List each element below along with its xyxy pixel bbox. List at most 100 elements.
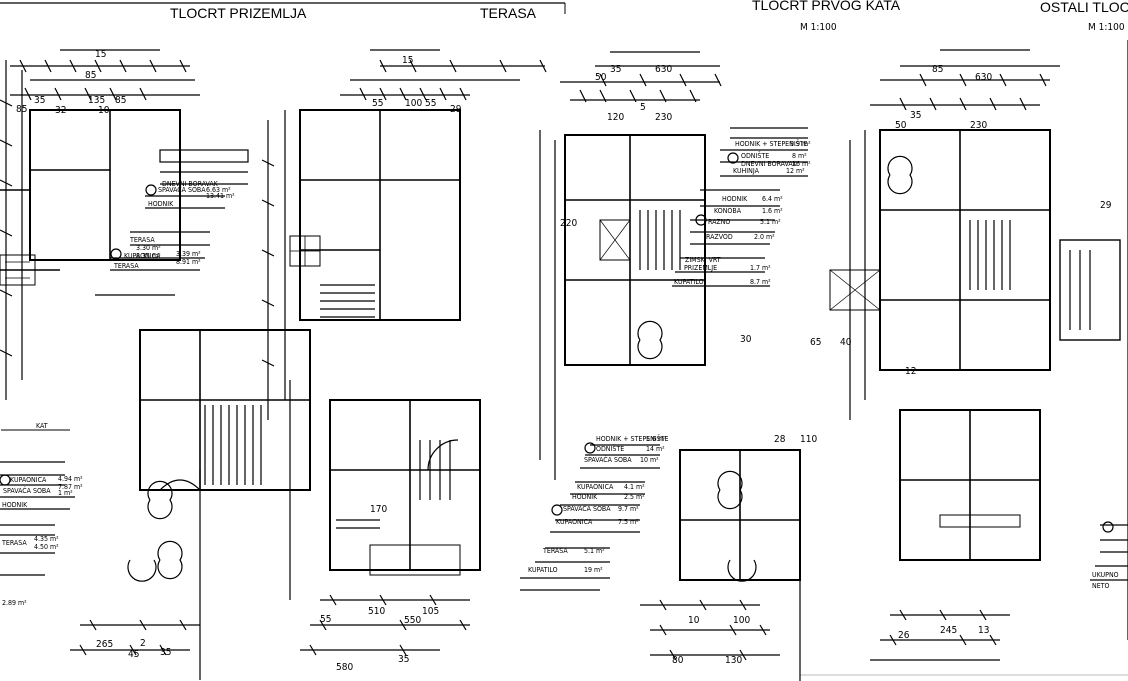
room-area: 10 m² — [640, 456, 659, 464]
room-label: HODNIK + STEPENIŠTE — [735, 139, 808, 148]
room-label: KUPAONICA — [577, 483, 614, 491]
dim: 120 — [607, 112, 624, 123]
dim: 220 — [560, 218, 577, 229]
room-label: HODNIK + STEPENIŠTE — [596, 434, 669, 443]
dim: 29 — [450, 104, 462, 115]
dim: 15 — [95, 49, 106, 60]
room-label: SPAVAĆA SOBA — [584, 455, 632, 464]
dim: 230 — [655, 112, 672, 123]
dim: 35 — [34, 95, 45, 106]
room-label: KAT — [36, 422, 48, 430]
dim: 85 — [932, 64, 943, 75]
room-area: 5.1 m² — [584, 547, 605, 555]
title-prizemlje: TLOCRT PRIZEMLJA — [170, 5, 307, 21]
room-label: PRIZEMLJE — [684, 264, 717, 272]
dim: 80 — [672, 655, 684, 666]
dim: 10 — [688, 615, 700, 626]
dim: 170 — [370, 504, 387, 515]
room-area: 12 m² — [786, 167, 805, 175]
room-label: HODNIK — [722, 195, 748, 203]
room-label: HODNIK — [148, 200, 174, 208]
room-area: 7.87 m² — [58, 483, 83, 491]
plan-right — [829, 40, 1128, 661]
room-area: 2.0 m² — [754, 233, 775, 241]
room-label: ODNIŠTE — [741, 151, 769, 160]
room-label: UKUPNO — [1092, 571, 1119, 579]
room-area: 5.1 m² — [760, 218, 781, 226]
room-area: 8.35 m² — [136, 252, 161, 260]
room-label: SPAVAĆA SOBA — [563, 504, 611, 513]
dim: 13 — [978, 625, 989, 636]
room-label: KUHINJA — [733, 167, 760, 175]
dim: 630 — [975, 72, 992, 83]
room-label: TERASA — [1, 539, 27, 547]
plan-center-right — [520, 51, 808, 681]
room-label: KUPAONICA — [556, 518, 593, 526]
dim: 135 — [88, 95, 105, 106]
room-label: NETO — [1092, 582, 1110, 590]
dim: 630 — [655, 64, 672, 75]
dim: 35 — [610, 64, 621, 75]
dim: 26 — [898, 630, 910, 641]
dim: 130 — [725, 655, 742, 666]
dim: 85 — [16, 104, 27, 115]
dim: 510 — [368, 606, 385, 617]
room-area: 6.63 m² — [206, 186, 231, 194]
plan-middle — [261, 49, 547, 656]
dim: 12 — [905, 366, 916, 377]
room-area: 9.7 m² — [618, 505, 639, 513]
dim: 85 — [115, 95, 126, 106]
dim: 110 — [800, 434, 817, 445]
dim: 50 — [595, 72, 607, 83]
room-area: 14 m² — [646, 445, 665, 453]
dim: 65 — [810, 337, 821, 348]
room-area: 8 m² — [792, 152, 807, 160]
dim: 55 — [372, 98, 383, 109]
room-label: RAZNO — [708, 218, 730, 226]
room-area: 9.9 m² — [790, 140, 811, 148]
room-area: 16 m² — [792, 160, 811, 168]
scale-label-2: M 1:100 — [1088, 22, 1125, 33]
room-label: KUPAONICA — [124, 252, 161, 260]
dim: 15 — [402, 55, 413, 66]
dim: 35 — [398, 654, 409, 665]
room-label: RAZVOD — [706, 233, 733, 241]
room-area: 3.39 m² — [176, 250, 201, 258]
room-area: 2.89 m² — [2, 599, 27, 607]
dim: 45 — [128, 649, 139, 660]
dim: 245 — [940, 625, 957, 636]
dim: 580 — [336, 662, 353, 673]
room-area: 4.1 m² — [624, 483, 645, 491]
dim: 35 — [910, 110, 921, 121]
room-label: SPAVAĆA SOBA — [158, 185, 206, 194]
room-area: 2.5 m² — [624, 493, 645, 501]
room-label: HODNIK — [2, 501, 28, 509]
dim: 2 — [140, 638, 146, 649]
room-area: 8.7 m² — [750, 278, 771, 286]
dim: 55 — [425, 98, 436, 109]
dim: 85 — [85, 70, 96, 81]
room-area: 4.94 m² — [58, 475, 83, 483]
dim: 265 — [96, 639, 113, 650]
room-label: SPAVAĆA SOBA — [3, 486, 51, 495]
dim: 230 — [970, 120, 987, 131]
room-label: ODNIŠTE — [596, 444, 624, 453]
room-area: 13.41 m² — [206, 192, 235, 200]
room-label: TERASA — [542, 547, 568, 555]
room-area: 4.35 m² — [34, 535, 59, 543]
room-label: KUPATILO — [674, 278, 704, 286]
dim: 10 — [98, 105, 110, 116]
room-label: TERASA — [113, 262, 139, 270]
room-labels-center: HODNIK + STEPENIŠTE ODNIŠTE SPAVAĆA SOBA… — [528, 434, 669, 574]
dim: 50 — [895, 120, 907, 131]
dim: 28 — [774, 434, 786, 445]
dim: 29 — [1100, 200, 1112, 211]
room-area: 5.6 m² — [646, 435, 667, 443]
room-area: 3.30 m² — [136, 244, 161, 252]
room-label: KUPATILO — [528, 566, 558, 574]
dim: 550 — [404, 615, 421, 626]
dim: 35 — [160, 647, 171, 658]
dim: 5 — [640, 102, 646, 113]
